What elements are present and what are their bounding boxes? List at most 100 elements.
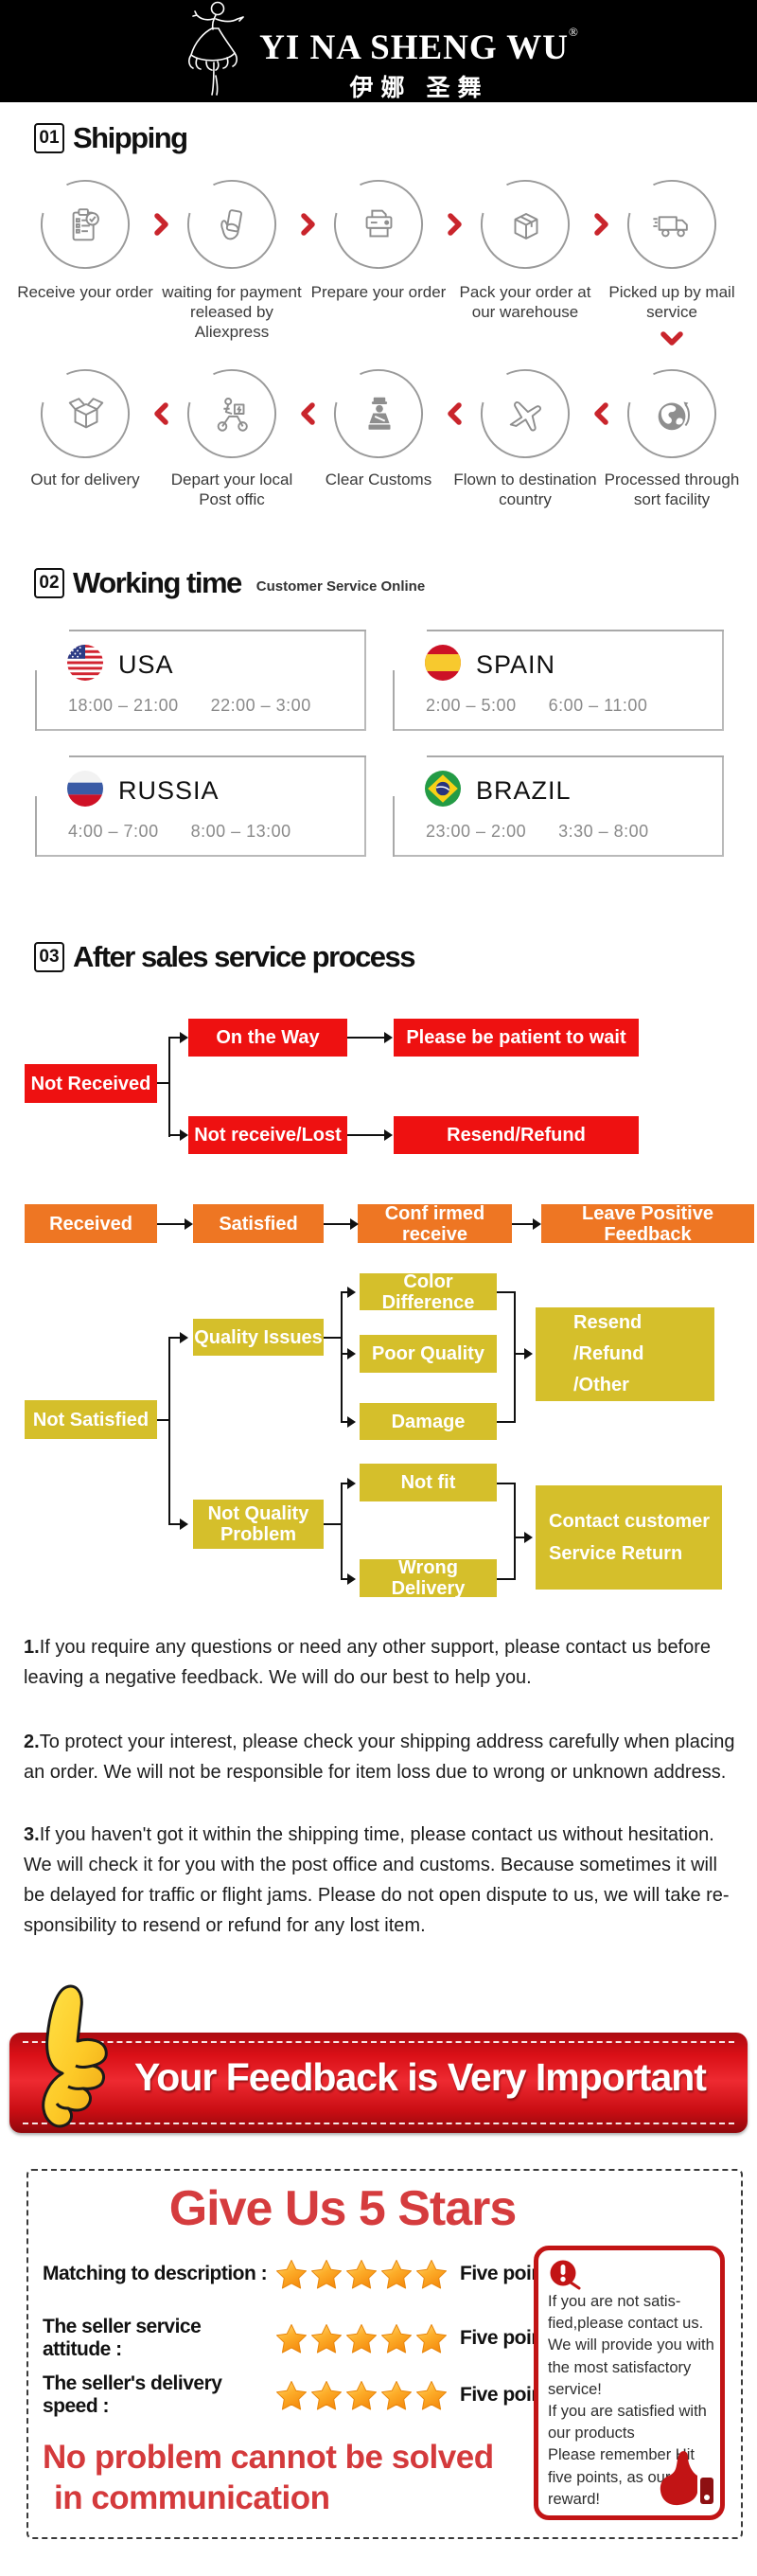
communication-slogan: No problem cannot be solved in communica… xyxy=(43,2439,494,2516)
flow-color-difference: Color Difference xyxy=(360,1271,497,1313)
rating-row-service: The seller service attitude : Five point… xyxy=(43,2316,560,2360)
note-2: 2.To protect your interest, please check… xyxy=(24,1732,735,1783)
flow-quality-issues: Quality Issues xyxy=(193,1319,324,1356)
flow-received: Received xyxy=(25,1204,157,1243)
flow-satisfied: Satisfied xyxy=(193,1204,324,1243)
arrow-right-icon xyxy=(153,212,169,241)
flow-not-received: Not Received xyxy=(25,1064,157,1103)
brand-header: YI NA SHENG WU® 伊娜 圣舞 xyxy=(0,0,757,102)
delivery-truck-icon xyxy=(653,216,688,238)
section-after-sales-header: 03 After sales service process xyxy=(34,940,416,974)
arrow-right-icon xyxy=(593,212,609,241)
section-number-01: 01 xyxy=(34,123,64,153)
note-1: 1.If you require any questions or need a… xyxy=(24,1637,712,1688)
rating-row-speed: The seller's delivery speed : Five point… xyxy=(43,2372,560,2417)
arrow-left-icon xyxy=(593,401,609,431)
order-checklist-icon xyxy=(72,208,99,241)
arrow-down-icon xyxy=(660,330,684,351)
rating-row-description: Matching to description : Five points xyxy=(43,2257,560,2291)
five-star-rating xyxy=(275,2259,450,2290)
flow-resend-refund-other: Resend/Refund/Other xyxy=(536,1307,714,1401)
shipping-step xyxy=(303,367,454,460)
shipping-step xyxy=(156,367,308,460)
section-title-working-time: Working time xyxy=(73,566,242,599)
flow-on-the-way: On the Way xyxy=(188,1019,347,1057)
flow-leave-feedback: Leave Positive Feedback xyxy=(541,1203,754,1245)
customer-service-online-label: Customer Service Online xyxy=(255,577,426,595)
open-box-icon xyxy=(68,398,104,429)
payment-hand-card-icon xyxy=(220,209,242,240)
printer-icon xyxy=(365,209,393,238)
spain-flag-icon xyxy=(425,645,461,681)
feedback-banner: Your Feedback is Very Important xyxy=(9,2033,748,2133)
shipping-step-label: Prepare your order xyxy=(310,283,447,301)
section-working-header: 02 Working time Customer Service Online xyxy=(34,566,425,600)
feedback-banner-text: Your Feedback is Very Important xyxy=(134,2055,707,2099)
shipping-step-label: Receive your order xyxy=(17,283,153,301)
shipping-step xyxy=(9,367,161,460)
shipping-step-label: Depart your local Post offic xyxy=(170,471,293,508)
flow-not-fit: Not fit xyxy=(360,1464,497,1501)
shipping-step-label: Processed through sort facility xyxy=(604,471,740,508)
airplane-icon xyxy=(509,401,542,432)
shipping-step xyxy=(449,178,601,271)
flow-not-satisfied: Not Satisfied xyxy=(25,1400,157,1439)
shipping-step-label: Flown to destination country xyxy=(453,471,597,508)
courier-scooter-icon xyxy=(217,398,248,432)
usa-flag-icon xyxy=(67,645,103,681)
satisfaction-info-box: If you are not satis- fied,please contac… xyxy=(534,2246,725,2520)
country-name: BRAZIL xyxy=(476,776,572,805)
section-title-after-sales: After sales service process xyxy=(73,940,416,973)
note-3: 3.If you haven't got it within the shipp… xyxy=(24,1824,730,1936)
arrow-left-icon xyxy=(153,401,169,431)
rating-label: Matching to description : xyxy=(43,2263,268,2284)
globe-icon xyxy=(658,401,690,431)
flow-wrong-delivery: Wrong Delivery xyxy=(360,1557,497,1599)
shipping-step xyxy=(596,367,748,460)
section-shipping-header: 01 Shipping xyxy=(34,121,188,155)
shipping-step xyxy=(303,178,454,271)
exclamation-icon xyxy=(550,2260,581,2290)
arrow-right-icon xyxy=(447,212,463,241)
package-box-icon xyxy=(514,213,538,240)
country-name: SPAIN xyxy=(476,650,556,679)
brazil-flag-icon xyxy=(425,771,461,807)
brand-logo: YI NA SHENG WU® 伊娜 圣舞 xyxy=(178,0,579,103)
country-name: USA xyxy=(118,650,174,679)
shipping-step xyxy=(9,178,161,271)
arrow-left-icon xyxy=(447,401,463,431)
shipping-step xyxy=(596,178,748,271)
brand-name-chinese: 伊娜 圣舞 xyxy=(349,74,489,101)
country-name: RUSSIA xyxy=(118,776,220,805)
flow-damage: Damage xyxy=(360,1403,497,1440)
brand-name: YI NA SHENG WU® xyxy=(259,24,579,67)
shipping-step-label: Out for delivery xyxy=(30,471,140,489)
five-star-rating xyxy=(275,2323,450,2354)
dancer-logo-icon xyxy=(188,1,244,96)
section-number-02: 02 xyxy=(34,568,64,598)
flow-resend-refund: Resend/Refund xyxy=(394,1116,639,1154)
shipping-step xyxy=(449,367,601,460)
shipping-step-label: Pack your order at our warehouse xyxy=(459,283,591,321)
shipping-step-label: Clear Customs xyxy=(325,471,432,489)
after-sales-flowchart: Not Received On the Way Please be patien… xyxy=(0,985,757,1609)
rating-label: The seller's delivery speed : xyxy=(43,2372,222,2417)
shipping-step-label: Picked up by mail service xyxy=(608,283,735,321)
shipping-step xyxy=(156,178,308,271)
red-thumbs-up-icon xyxy=(660,2451,713,2506)
give-us-5-stars-title: Give Us 5 Stars xyxy=(168,2181,518,2236)
flow-poor-quality: Poor Quality xyxy=(360,1335,497,1373)
rating-label: The seller service attitude : xyxy=(43,2316,202,2360)
five-star-rating xyxy=(275,2380,450,2411)
section-number-03: 03 xyxy=(34,942,64,972)
russia-flag-icon xyxy=(67,771,103,807)
